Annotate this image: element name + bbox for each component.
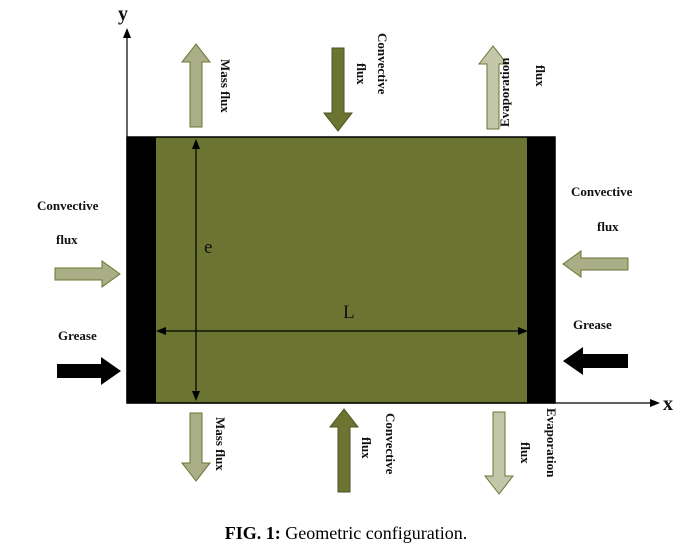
bottom-evaporation-arrow — [483, 411, 515, 495]
left-flux-label: flux — [56, 232, 78, 247]
bottom-mass-flux-label: Mass flux — [213, 417, 228, 471]
top-mass-flux-arrow — [180, 43, 212, 128]
right-flux-label: flux — [597, 219, 619, 234]
geometry-diagram: y x e L Mass flux Convective flux Evapor… — [37, 3, 673, 495]
left-convective-arrow — [54, 260, 121, 288]
figure-caption-text: Geometric configuration. — [285, 523, 468, 543]
top-mass-flux-label: Mass flux — [218, 59, 233, 113]
x-axis-arrowhead — [650, 399, 660, 407]
right-edge-bar — [527, 137, 555, 403]
left-edge-bar — [127, 137, 156, 403]
thickness-arrowhead-top — [192, 139, 200, 149]
top-evaporation-flux-label: flux — [533, 65, 548, 87]
right-grease-arrow — [563, 347, 628, 375]
right-convective-label: Convective — [571, 184, 633, 199]
left-grease-label: Grease — [58, 328, 97, 343]
length-label: L — [343, 302, 355, 323]
bottom-convective-arrow — [328, 408, 360, 493]
block-body — [126, 136, 556, 404]
figure-caption: FIG. 1: Geometric configuration. — [0, 523, 692, 544]
thickness-arrowhead-bottom — [192, 391, 200, 401]
y-axis-arrowhead — [123, 28, 131, 38]
thickness-label: e — [204, 237, 212, 258]
bottom-mass-flux-arrow — [180, 412, 212, 482]
top-evaporation-arrow — [477, 45, 509, 130]
bottom-convective-label: Convective — [383, 413, 398, 475]
x-axis-label: x — [663, 393, 673, 415]
y-axis-label: y — [118, 3, 128, 25]
bottom-flux-label: flux — [359, 437, 374, 459]
top-convective-arrow — [322, 47, 354, 132]
figure-number: FIG. 1: — [224, 523, 281, 543]
right-convective-arrow — [562, 250, 629, 278]
top-convective-label: Convective — [375, 33, 390, 95]
material-block — [126, 136, 556, 404]
bottom-evaporation-flux-label: flux — [518, 442, 533, 464]
left-convective-label: Convective — [37, 198, 99, 213]
length-arrowhead-right — [518, 327, 528, 335]
right-grease-label: Grease — [573, 317, 612, 332]
thickness-dimension: e — [192, 139, 212, 401]
bottom-evaporation-label: Evaporation — [544, 408, 559, 478]
length-dimension: L — [156, 302, 528, 335]
top-flux-label: flux — [354, 63, 369, 85]
length-arrowhead-left — [156, 327, 166, 335]
top-evaporation-label: Evaporation — [497, 57, 512, 127]
left-grease-arrow — [57, 357, 121, 385]
